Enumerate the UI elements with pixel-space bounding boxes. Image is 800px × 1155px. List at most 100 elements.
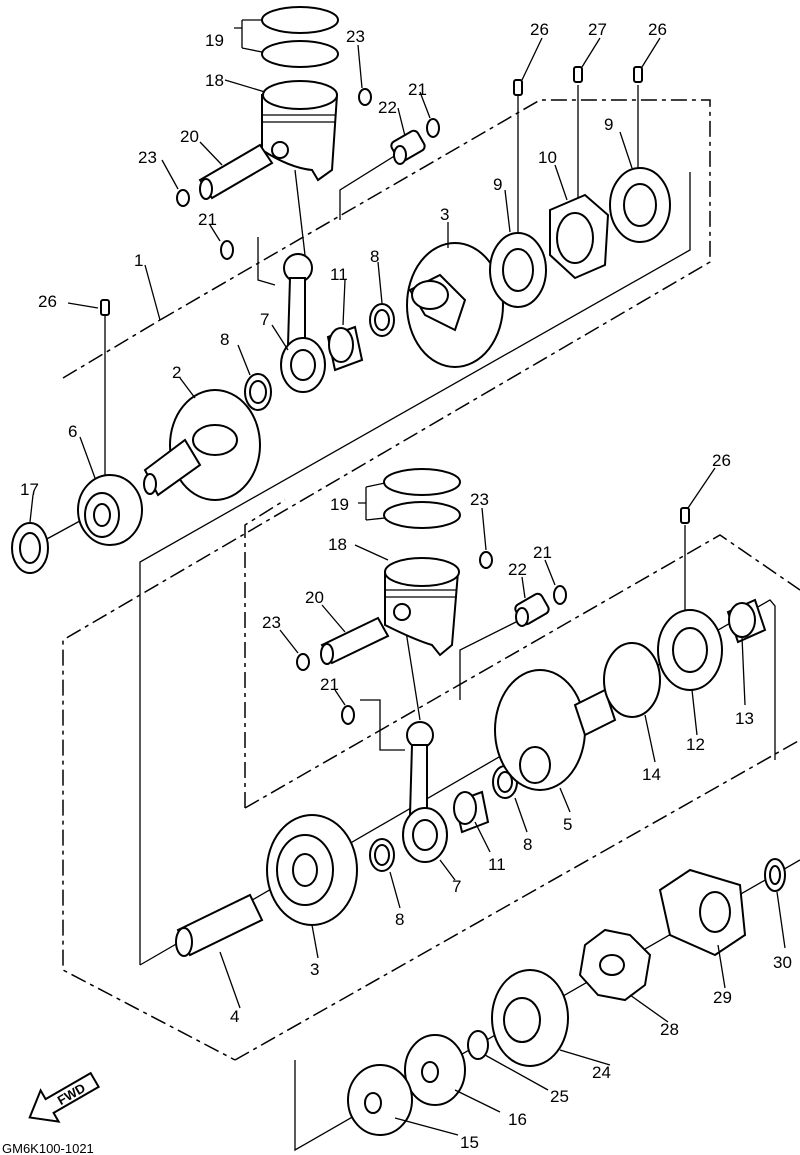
callout-26-top-right: 26 [648,20,667,39]
piston-lower [384,557,460,657]
callout-26-left: 26 [38,292,57,311]
callout-7-lower: 7 [452,877,461,896]
circlip-23-lower-right [479,551,493,569]
callout-6: 6 [68,422,77,441]
crank-web-2 [143,389,261,501]
piston-ring-upper-1 [261,6,339,34]
dowel-pin-26-left [100,299,110,316]
callout-19-upper: 19 [205,31,224,50]
callout-11-upper: 11 [330,265,348,284]
fwd-arrow-icon: FWD [28,1071,101,1123]
callout-labels: 19 18 23 21 22 20 23 21 1 26 8 11 7 8 2 … [20,20,792,1152]
callout-10: 10 [538,148,557,167]
callout-5: 5 [563,815,572,834]
callout-4: 4 [230,1007,239,1026]
callout-3-lower: 3 [310,960,319,979]
callout-26-lower: 26 [712,451,731,470]
circlip-23-upper-right [358,88,372,106]
callout-12: 12 [686,735,705,754]
main-bearing-6 [77,474,143,546]
diagram-code: GM6K100-1021 [2,1141,94,1155]
callout-9-right: 9 [604,115,613,134]
callout-7-upper: 7 [260,310,269,329]
callout-29: 29 [713,988,732,1007]
callout-17: 17 [20,480,39,499]
callout-22-upper: 22 [378,98,397,117]
dowel-pin-26-lower [680,507,690,524]
callout-15: 15 [460,1133,479,1152]
needle-bearing-lower [514,592,550,627]
needle-bearing-upper [390,129,426,165]
crank-web-3-lower [266,814,358,926]
piston-pin-lower [320,616,390,665]
crank-web-3-upper [406,242,504,368]
piston-ring-lower-1 [383,468,461,496]
circlip-21-lower-left [341,705,355,725]
callout-25: 25 [550,1087,569,1106]
callout-21-upper-left: 21 [198,210,217,229]
ring-25 [467,1030,489,1060]
callout-23-upper-left: 23 [138,148,157,167]
assembly-outline-upper [62,99,711,1061]
bush-13 [726,598,767,644]
main-bearing-9-left [489,232,547,308]
leader-lines [29,19,786,1136]
crank-web-5 [494,669,617,791]
coupling-hub-24 [491,969,569,1067]
spacer-16 [404,1034,466,1106]
callout-14: 14 [642,765,661,784]
callout-21-lower-right: 21 [533,543,552,562]
washer-8-upper-right [369,303,395,337]
circlip-23-lower-left [296,653,310,671]
washer-8-lower-left [369,838,395,872]
retaining-ring-14 [603,642,661,718]
callout-20-upper: 20 [180,127,199,146]
callout-24: 24 [592,1063,611,1082]
callout-9-left: 9 [493,175,502,194]
piston-ring-lower-2 [383,501,461,529]
callout-30: 30 [773,953,792,972]
callout-8-upper-right: 8 [370,247,379,266]
crank-pin-4 [175,893,264,957]
callout-21-lower-left: 21 [320,675,339,694]
callout-8-upper-left: 8 [220,330,229,349]
bearing-housing-10 [549,193,610,280]
callout-21-upper-right: 21 [408,80,427,99]
circlip-23-upper-left [176,189,190,207]
callout-18-lower: 18 [328,535,347,554]
damper-28 [578,928,652,1002]
callout-23-lower-right: 23 [470,490,489,509]
callout-23-lower-left: 23 [262,613,281,632]
main-bearing-9-right [609,167,671,243]
callout-16: 16 [508,1110,527,1129]
callout-8-lower-left: 8 [395,910,404,929]
callout-8-lower-right: 8 [523,835,532,854]
bearing-11-lower [453,790,490,834]
oil-seal-17 [11,522,49,574]
piston-ring-upper-2 [261,40,339,68]
connecting-rod-lower [402,721,448,863]
circlip-21-lower-right [553,585,567,605]
dowel-pin-26-top-right [633,66,643,83]
callout-26-top-left: 26 [530,20,549,39]
callout-11-lower: 11 [488,855,506,874]
callout-20-lower: 20 [305,588,324,607]
callout-3-upper: 3 [440,205,449,224]
callout-18-upper: 18 [205,71,224,90]
callout-13: 13 [735,709,754,728]
main-bearing-12 [657,609,723,691]
piston-pin-upper [198,143,274,200]
circlip-21-upper-right [426,118,440,138]
spacer-15 [347,1064,413,1136]
piston-upper [261,80,339,182]
callout-27: 27 [588,20,607,39]
dowel-pin-27-top [573,66,583,83]
coupling-29 [658,868,747,957]
circlip-21-upper-left [220,240,234,260]
washer-30 [764,858,786,892]
washer-8-upper-left [244,373,272,411]
connecting-rod-upper [280,253,326,393]
callout-23-upper-right: 23 [346,27,365,46]
dowel-pin-26-top-left [513,79,523,96]
